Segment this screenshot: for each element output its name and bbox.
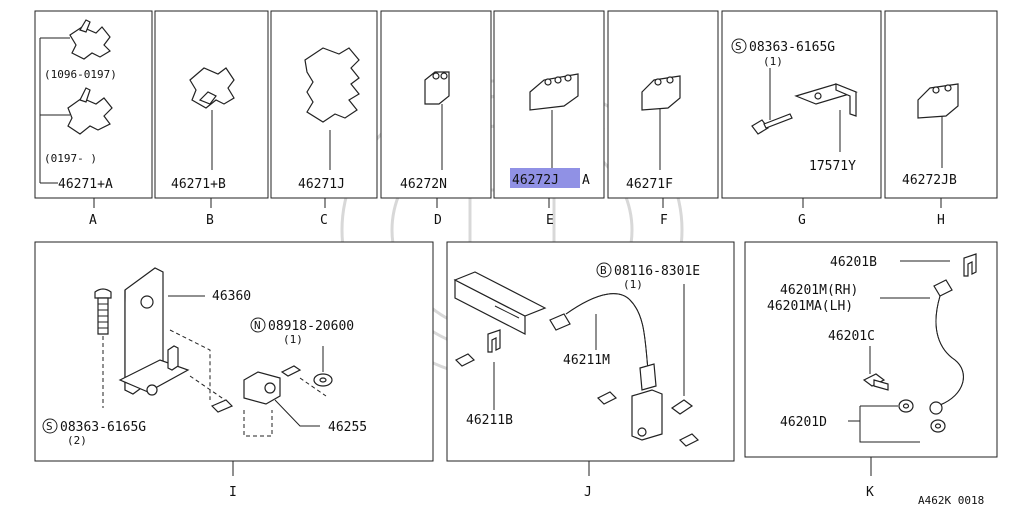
clip-lower [67, 87, 113, 135]
highlight-box [510, 168, 580, 188]
note-0197: (0197- ) [44, 152, 97, 165]
part-number-46201d: 46201D [780, 415, 827, 430]
panel-letter-h: H [937, 213, 945, 228]
part-number-46255: 46255 [328, 420, 367, 435]
screw-symbol: S [46, 420, 53, 433]
panel-letter-g: G [798, 213, 806, 228]
panel-letter-a: A [89, 213, 97, 228]
panel-k: 46201B 46201M(RH) 46201MA(LH) 46201C 462… [744, 241, 998, 500]
part-number-46360: 46360 [212, 289, 251, 304]
panel-e: 46272J A E [493, 10, 605, 228]
part-number-suffix-a: A [582, 173, 590, 188]
panel-letter-b: B [206, 213, 214, 228]
hose-46201m-shape [929, 279, 964, 415]
washer-icon [898, 399, 946, 433]
hose-46211m-shape [549, 293, 663, 441]
hose-46201m-rh: 46201M(RH) [780, 283, 858, 298]
bolt-icon [454, 353, 700, 447]
screw-qty: (1) [763, 55, 783, 68]
bolt-qty: (1) [623, 278, 643, 291]
part-number-46201c: 46201C [828, 329, 875, 344]
part-number-46272n: 46272N [400, 177, 447, 192]
part-number-46201b: 46201B [830, 255, 877, 270]
bracket-46360-shape [118, 267, 190, 396]
part-number-46271b: 46271+B [171, 177, 226, 192]
part-number-46211m: 46211M [563, 353, 610, 368]
hose-46201ma-lh: 46201MA(LH) [767, 299, 853, 314]
panel-f: 46271F F [607, 10, 719, 228]
panel-letter-e: E [546, 213, 554, 228]
nut-icon [313, 373, 333, 387]
part-number-17571y: 17571Y [809, 159, 856, 174]
nut-symbol: N [254, 319, 261, 332]
screw-part-08363-6165g: 08363-6165G [749, 40, 835, 55]
bracket-17571y-shape [794, 83, 858, 117]
screw-qty: (2) [67, 434, 87, 447]
bolt-icon [862, 373, 889, 391]
screw-symbol-circle [731, 38, 747, 54]
panel-j: 46211M B 08116-8301E (1) 46211B J [446, 241, 735, 500]
bolt-icon [210, 365, 302, 413]
panel-letter-d: D [434, 213, 442, 228]
part-number-46272j-highlighted[interactable]: 46272J [512, 173, 559, 188]
clip-upper [69, 19, 111, 60]
figure-code: A462K 0018 [918, 494, 984, 507]
panel-letter-c: C [320, 213, 328, 228]
screw-icon [94, 288, 112, 335]
part-number-46272jb: 46272JB [902, 173, 957, 188]
panel-b: 46271+B B [154, 10, 269, 228]
panel-letter-i: I [229, 485, 237, 500]
screw-part-08363-6165g: 08363-6165G [60, 420, 146, 435]
panel-ticks [93, 198, 942, 476]
note-1096-0197: (1096-0197) [44, 68, 117, 81]
nut-part-08918-20600: 08918-20600 [268, 319, 354, 334]
panel-letter-j: J [584, 485, 592, 500]
part-number-46271f: 46271F [626, 177, 673, 192]
screw-symbol: S [735, 40, 742, 53]
panel-i: 46360 S 08363-6165G (2) N 08918-20600 (1… [34, 241, 434, 500]
bolt-part-08116-8301e: 08116-8301E [614, 264, 700, 279]
bolt-symbol: B [600, 264, 607, 277]
panel-a: (1096-0197) (0197- ) 46271+A A [34, 10, 153, 228]
panel-letter-f: F [660, 213, 668, 228]
panel-letter-k: K [866, 485, 874, 500]
clip-46211b-shape [487, 329, 501, 353]
part-number-46271j: 46271J [298, 177, 345, 192]
clamp-46255-shape [243, 371, 281, 405]
screw-icon [751, 113, 793, 135]
panel-d: 46272N D [380, 10, 492, 228]
clip-46201b-shape [963, 253, 977, 277]
panel-g: S 08363-6165G (1) 17571Y G [721, 10, 882, 228]
panel-c: 46271J C [270, 10, 378, 228]
part-number-46211b: 46211B [466, 413, 513, 428]
frame-rail-shape [453, 271, 547, 335]
part-number-46271a: 46271+A [58, 177, 113, 192]
panel-h: 46272JB H [884, 10, 998, 228]
nut-qty: (1) [283, 333, 303, 346]
